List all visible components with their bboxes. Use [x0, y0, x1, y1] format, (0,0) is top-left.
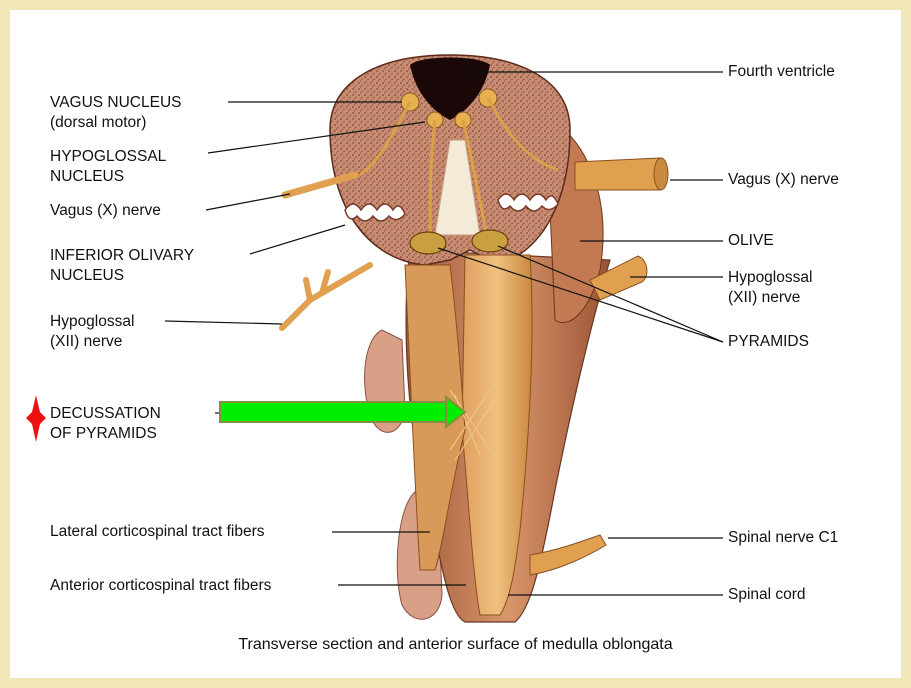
label-vagus-nucleus: VAGUS NUCLEUS (dorsal motor): [50, 93, 182, 133]
label-lateral-corticospinal: Lateral corticospinal tract fibers: [50, 522, 265, 542]
pyramid-left: [410, 232, 446, 254]
label-pyramids: PYRAMIDS: [728, 332, 809, 352]
label-olive: OLIVE: [728, 231, 774, 251]
label-anterior-corticospinal: Anterior corticospinal tract fibers: [50, 576, 271, 596]
figure-caption: Transverse section and anterior surface …: [10, 636, 901, 654]
vagus-nerve-cut-end: [654, 158, 668, 190]
green-arrow: [220, 397, 465, 427]
label-spinal-nerve-c1: Spinal nerve C1: [728, 528, 838, 548]
label-hypoglossal-nerve-left: Hypoglossal (XII) nerve: [50, 312, 134, 352]
label-inferior-olivary-nucleus: INFERIOR OLIVARY NUCLEUS: [50, 246, 194, 286]
label-hypoglossal-nucleus: HYPOGLOSSAL NUCLEUS: [50, 147, 166, 187]
olivary-nucleus-left: [345, 204, 405, 221]
label-spinal-cord: Spinal cord: [728, 585, 806, 605]
label-fourth-ventricle: Fourth ventricle: [728, 62, 835, 82]
pyramid-right: [472, 230, 508, 252]
slide: VAGUS NUCLEUS (dorsal motor) HYPOGLOSSAL…: [10, 10, 901, 678]
hypoglossal-nerve-left: [282, 265, 370, 328]
label-decussation-of-pyramids: DECUSSATION OF PYRAMIDS: [50, 404, 161, 444]
olivary-nucleus-right: [498, 194, 558, 211]
red-star-icon: [26, 395, 46, 442]
label-vagus-nerve-right: Vagus (X) nerve: [728, 170, 839, 190]
label-vagus-nerve-left: Vagus (X) nerve: [50, 201, 161, 221]
label-hypoglossal-nerve-right: Hypoglossal (XII) nerve: [728, 268, 812, 308]
